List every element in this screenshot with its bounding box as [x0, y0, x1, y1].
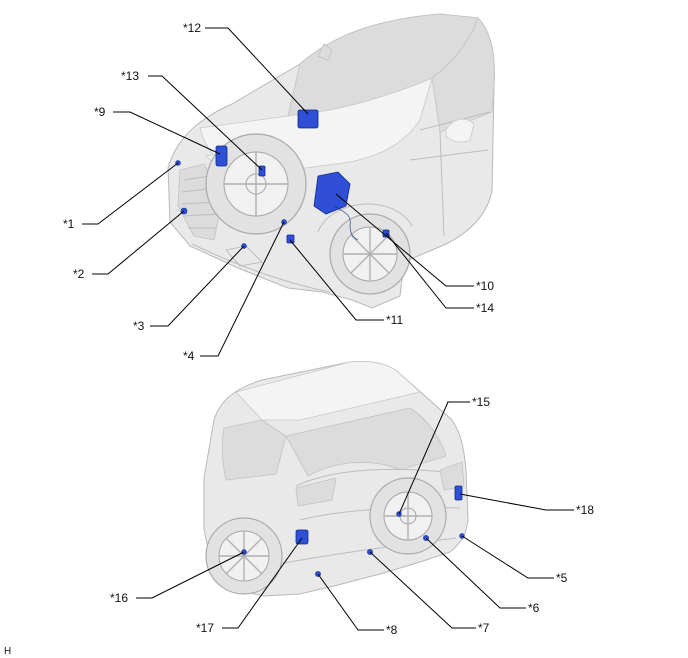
component-10-harness [333, 205, 359, 241]
leader-lines [82, 27, 574, 631]
rear-vehicle-illustration [203, 361, 469, 597]
callout-12: *12 [183, 21, 201, 35]
component-9-sensor [215, 145, 228, 167]
callout-16: *16 [110, 591, 128, 605]
component-10-module [313, 171, 351, 215]
callout-13: *13 [121, 69, 139, 83]
component-17-module [295, 529, 309, 545]
front-components [175, 109, 390, 249]
callout-7: *7 [478, 621, 490, 635]
component-18-sensor [454, 485, 463, 501]
callout-3: *3 [133, 319, 145, 333]
callout-8: *8 [386, 623, 398, 637]
component-11-sensor [286, 234, 295, 244]
callout-17: *17 [196, 621, 214, 635]
callout-15: *15 [472, 395, 490, 409]
corner-code: H [4, 646, 11, 657]
callout-2: *2 [73, 267, 85, 281]
callout-18: *18 [576, 503, 594, 517]
callout-5: *5 [556, 571, 568, 585]
callout-14: *14 [476, 301, 494, 315]
callout-9: *9 [94, 105, 106, 119]
callout-labels: *12 *13 *9 *1 *2 *3 *4 *11 *10 *14 *15 *… [63, 21, 594, 637]
callout-10: *10 [476, 279, 494, 293]
callout-4: *4 [183, 349, 195, 363]
callout-6: *6 [528, 601, 540, 615]
callout-1: *1 [63, 217, 75, 231]
component-12-ecu [297, 109, 319, 129]
callout-11: *11 [386, 313, 403, 327]
